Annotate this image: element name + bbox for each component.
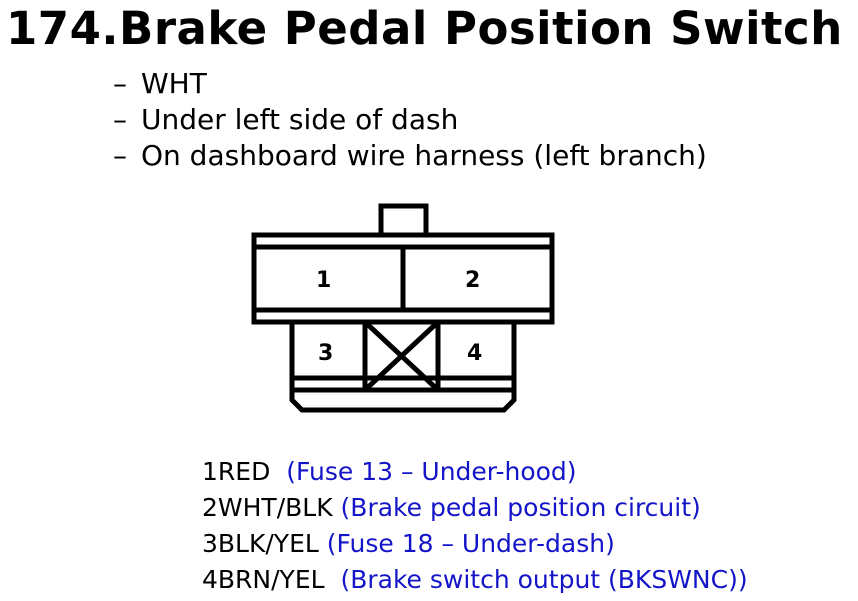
connector-details-list: –WHT –Under left side of dash –On dashbo… — [113, 66, 707, 174]
pin-wire: 3BLK/YEL — [202, 529, 319, 558]
cavity-label-3: 3 — [318, 341, 333, 366]
pin-description: (Brake pedal position circuit) — [340, 493, 701, 522]
pin-wire: 2WHT/BLK — [202, 493, 333, 522]
cavity-label-1: 1 — [316, 268, 331, 293]
pin-description: (Fuse 18 – Under-dash) — [326, 529, 615, 558]
blank-cavity-cross-b — [363, 320, 440, 392]
cavity-label-2: 2 — [465, 268, 480, 293]
page-title: 174.Brake Pedal Position Switch — [6, 2, 843, 55]
pin-description: (Fuse 13 – Under-hood) — [286, 457, 577, 486]
detail-color: –WHT — [113, 67, 207, 100]
pin-assignment-list: 1RED (Fuse 13 – Under-hood) 2WHT/BLK (Br… — [202, 454, 748, 598]
pin-wire: 1RED — [202, 457, 271, 486]
detail-location: –Under left side of dash — [113, 103, 459, 136]
pin-row: 2WHT/BLK (Brake pedal position circuit) — [202, 490, 748, 526]
cavity-label-4: 4 — [467, 341, 482, 366]
pin-row: 4BRN/YEL (Brake switch output (BKSWNC)) — [202, 562, 748, 598]
pin-row: 3BLK/YEL (Fuse 18 – Under-dash) — [202, 526, 748, 562]
pin-description: (Brake switch output (BKSWNC)) — [340, 565, 748, 594]
connector-skirt — [289, 390, 517, 413]
blank-cavity — [362, 319, 441, 393]
pin-wire: 4BRN/YEL — [202, 565, 325, 594]
pin-row: 1RED (Fuse 13 – Under-hood) — [202, 454, 748, 490]
connector-lock-tab — [378, 203, 429, 238]
detail-harness: –On dashboard wire harness (left branch) — [113, 139, 707, 172]
